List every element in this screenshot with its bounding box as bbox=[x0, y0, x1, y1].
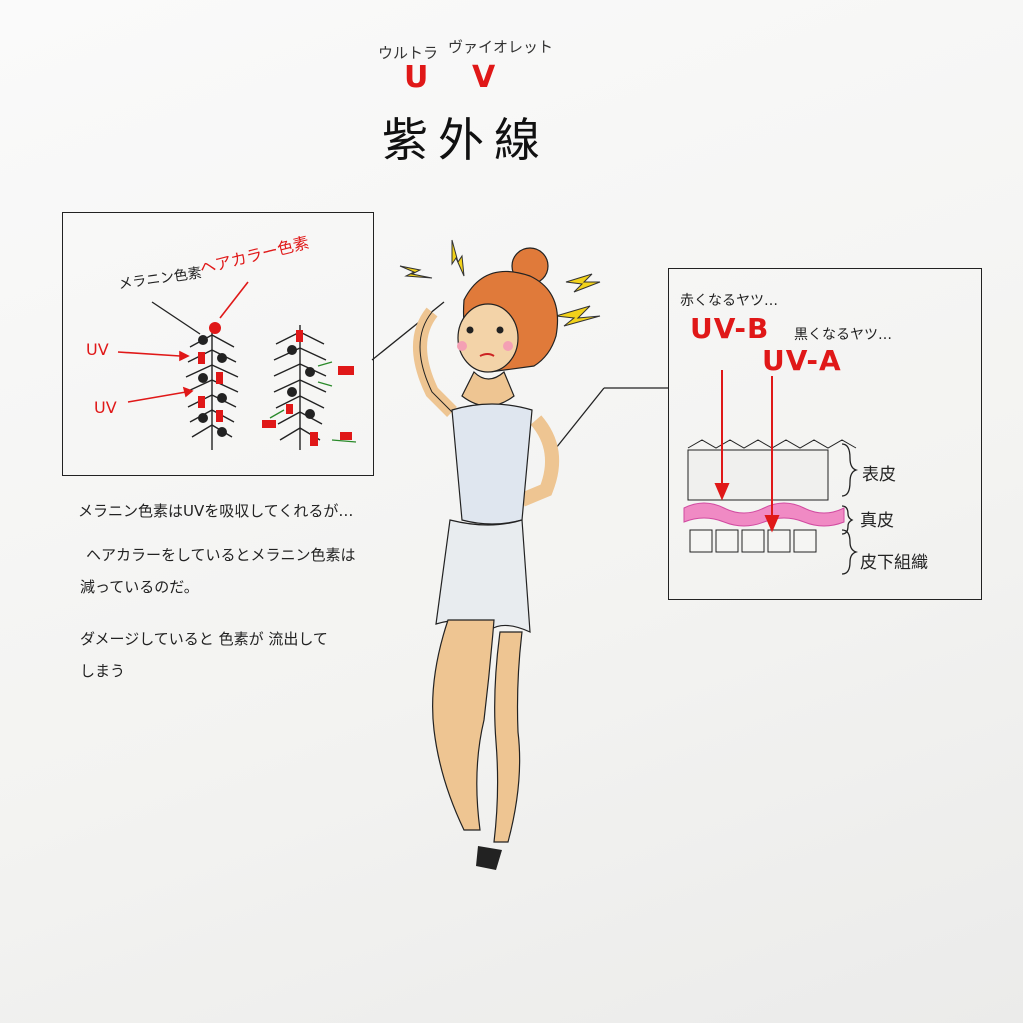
subcutaneous-layer bbox=[689, 529, 817, 553]
note-line-3: 減っているのだ。 bbox=[80, 578, 199, 596]
furigana-violet: ヴァイオレット bbox=[448, 38, 554, 56]
hair-diagram-panel bbox=[62, 212, 374, 476]
uvb-label: UV-B bbox=[690, 312, 770, 345]
lightning-bolt-icon bbox=[399, 239, 601, 327]
dermis-layer bbox=[683, 502, 845, 527]
leaked-pigments-right bbox=[262, 330, 354, 446]
note-line-1: メラニン色素はUVを吸収してくれるが… bbox=[78, 502, 354, 520]
title-letter-v: V bbox=[472, 60, 496, 95]
uv-penetration-arrows bbox=[714, 370, 780, 533]
melanin-dots-left bbox=[198, 335, 227, 437]
pointer-lines bbox=[151, 301, 668, 459]
layer-braces bbox=[841, 443, 859, 575]
leak-arrows bbox=[269, 361, 357, 443]
hair-strand-right bbox=[273, 325, 327, 450]
layer-label-dermis: 真皮 bbox=[860, 511, 894, 531]
uvb-caption: 赤くなるヤツ… bbox=[680, 293, 778, 309]
skin-layers-panel bbox=[668, 268, 982, 600]
uva-label: UV-A bbox=[762, 344, 842, 377]
title-letter-u: U bbox=[404, 60, 429, 95]
note-line-5: しまう bbox=[80, 662, 126, 680]
note-line-2: ヘアカラーをしているとメラニン色素は bbox=[86, 546, 356, 564]
furigana-ultra: ウルトラ bbox=[378, 44, 439, 62]
uva-caption: 黒くなるヤツ… bbox=[794, 327, 892, 343]
uv-ray-arrow-icon bbox=[117, 281, 249, 403]
uv-label-1: UV bbox=[86, 340, 109, 359]
layer-label-epidermis: 表皮 bbox=[862, 465, 896, 485]
melanin-dots-right bbox=[287, 345, 315, 419]
epidermis-layer bbox=[687, 439, 857, 501]
hair-color-pigments-left bbox=[198, 322, 223, 422]
page-title: 紫外線 bbox=[382, 113, 550, 167]
uv-label-2: UV bbox=[94, 398, 117, 417]
hair-strand-left bbox=[185, 330, 239, 450]
girl-figure bbox=[413, 247, 559, 870]
layer-label-subcutaneous: 皮下組織 bbox=[860, 553, 928, 573]
note-line-4: ダメージしていると 色素が 流出して bbox=[80, 630, 328, 648]
